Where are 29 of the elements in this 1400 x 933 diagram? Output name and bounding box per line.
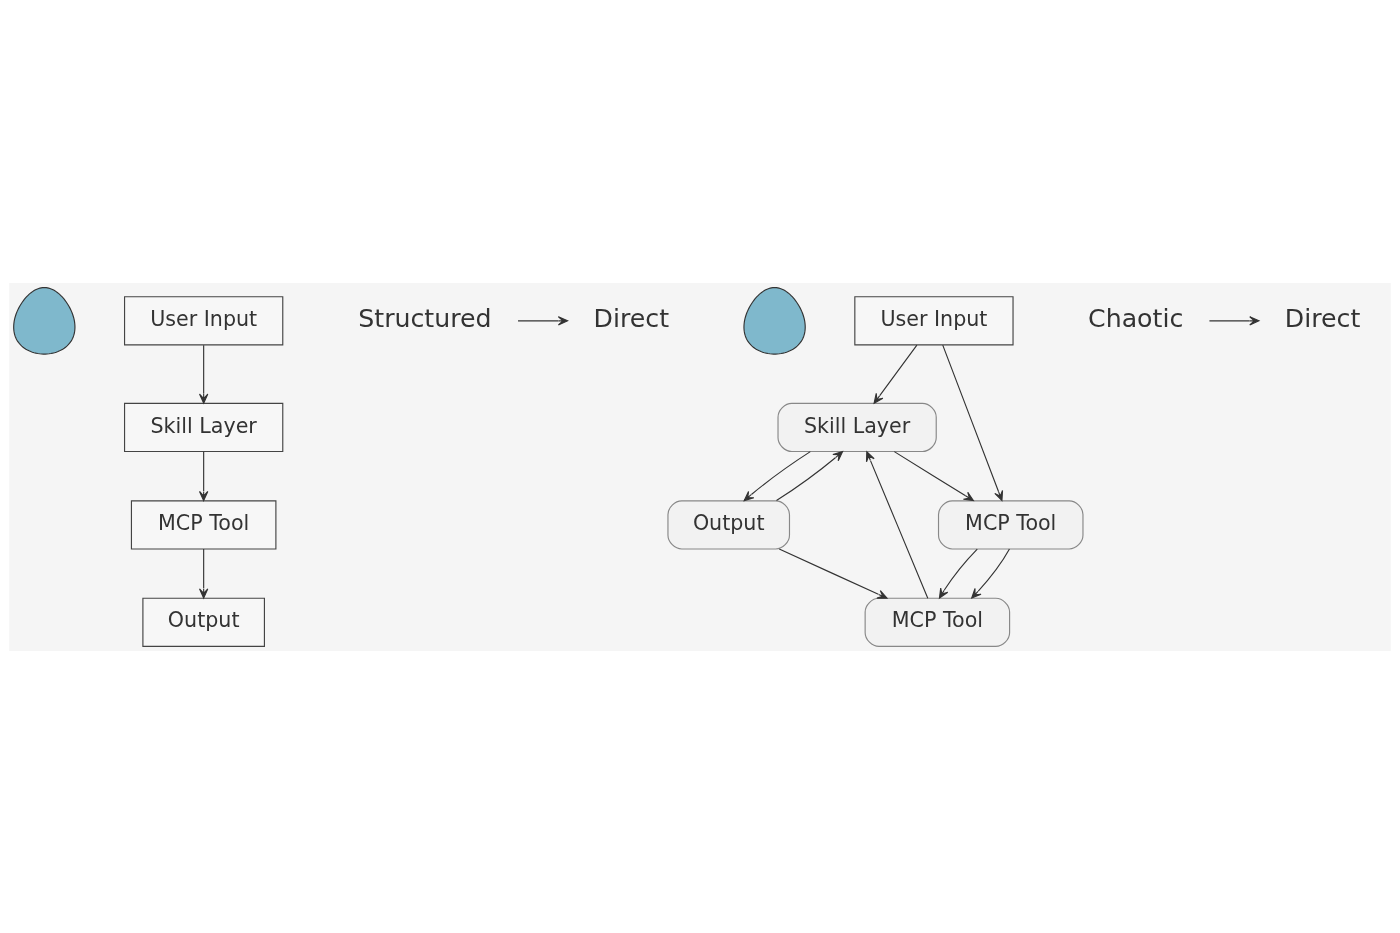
node-text: Direct — [593, 303, 670, 333]
arrow — [778, 548, 888, 599]
node-text: Direct — [1284, 303, 1361, 333]
node-box: Skill Layer — [777, 402, 937, 452]
node-box: MCP Tool — [937, 499, 1084, 550]
arrow — [893, 450, 974, 501]
arrow — [775, 450, 844, 501]
node-box: MCP Tool — [130, 499, 277, 550]
arrow — [198, 548, 209, 599]
arrow — [971, 548, 1011, 599]
node-box: Output — [142, 597, 265, 647]
node-box: Skill Layer — [124, 402, 284, 452]
arrow — [942, 344, 1004, 501]
node-text: Chaotic — [1088, 303, 1184, 333]
arrow — [743, 450, 811, 501]
arrow — [865, 450, 929, 599]
node-person — [13, 286, 76, 355]
node-text: Structured — [358, 303, 492, 333]
arrow — [198, 450, 209, 501]
node-box: MCP Tool — [864, 597, 1011, 647]
node-box: User Input — [854, 295, 1014, 345]
node-box: Output — [667, 499, 791, 550]
arrow — [938, 548, 978, 599]
arrow — [198, 344, 209, 404]
arrow — [873, 344, 918, 404]
arrow — [1208, 315, 1260, 326]
arrow — [517, 315, 569, 326]
node-box: User Input — [124, 295, 284, 345]
node-person — [743, 286, 806, 355]
